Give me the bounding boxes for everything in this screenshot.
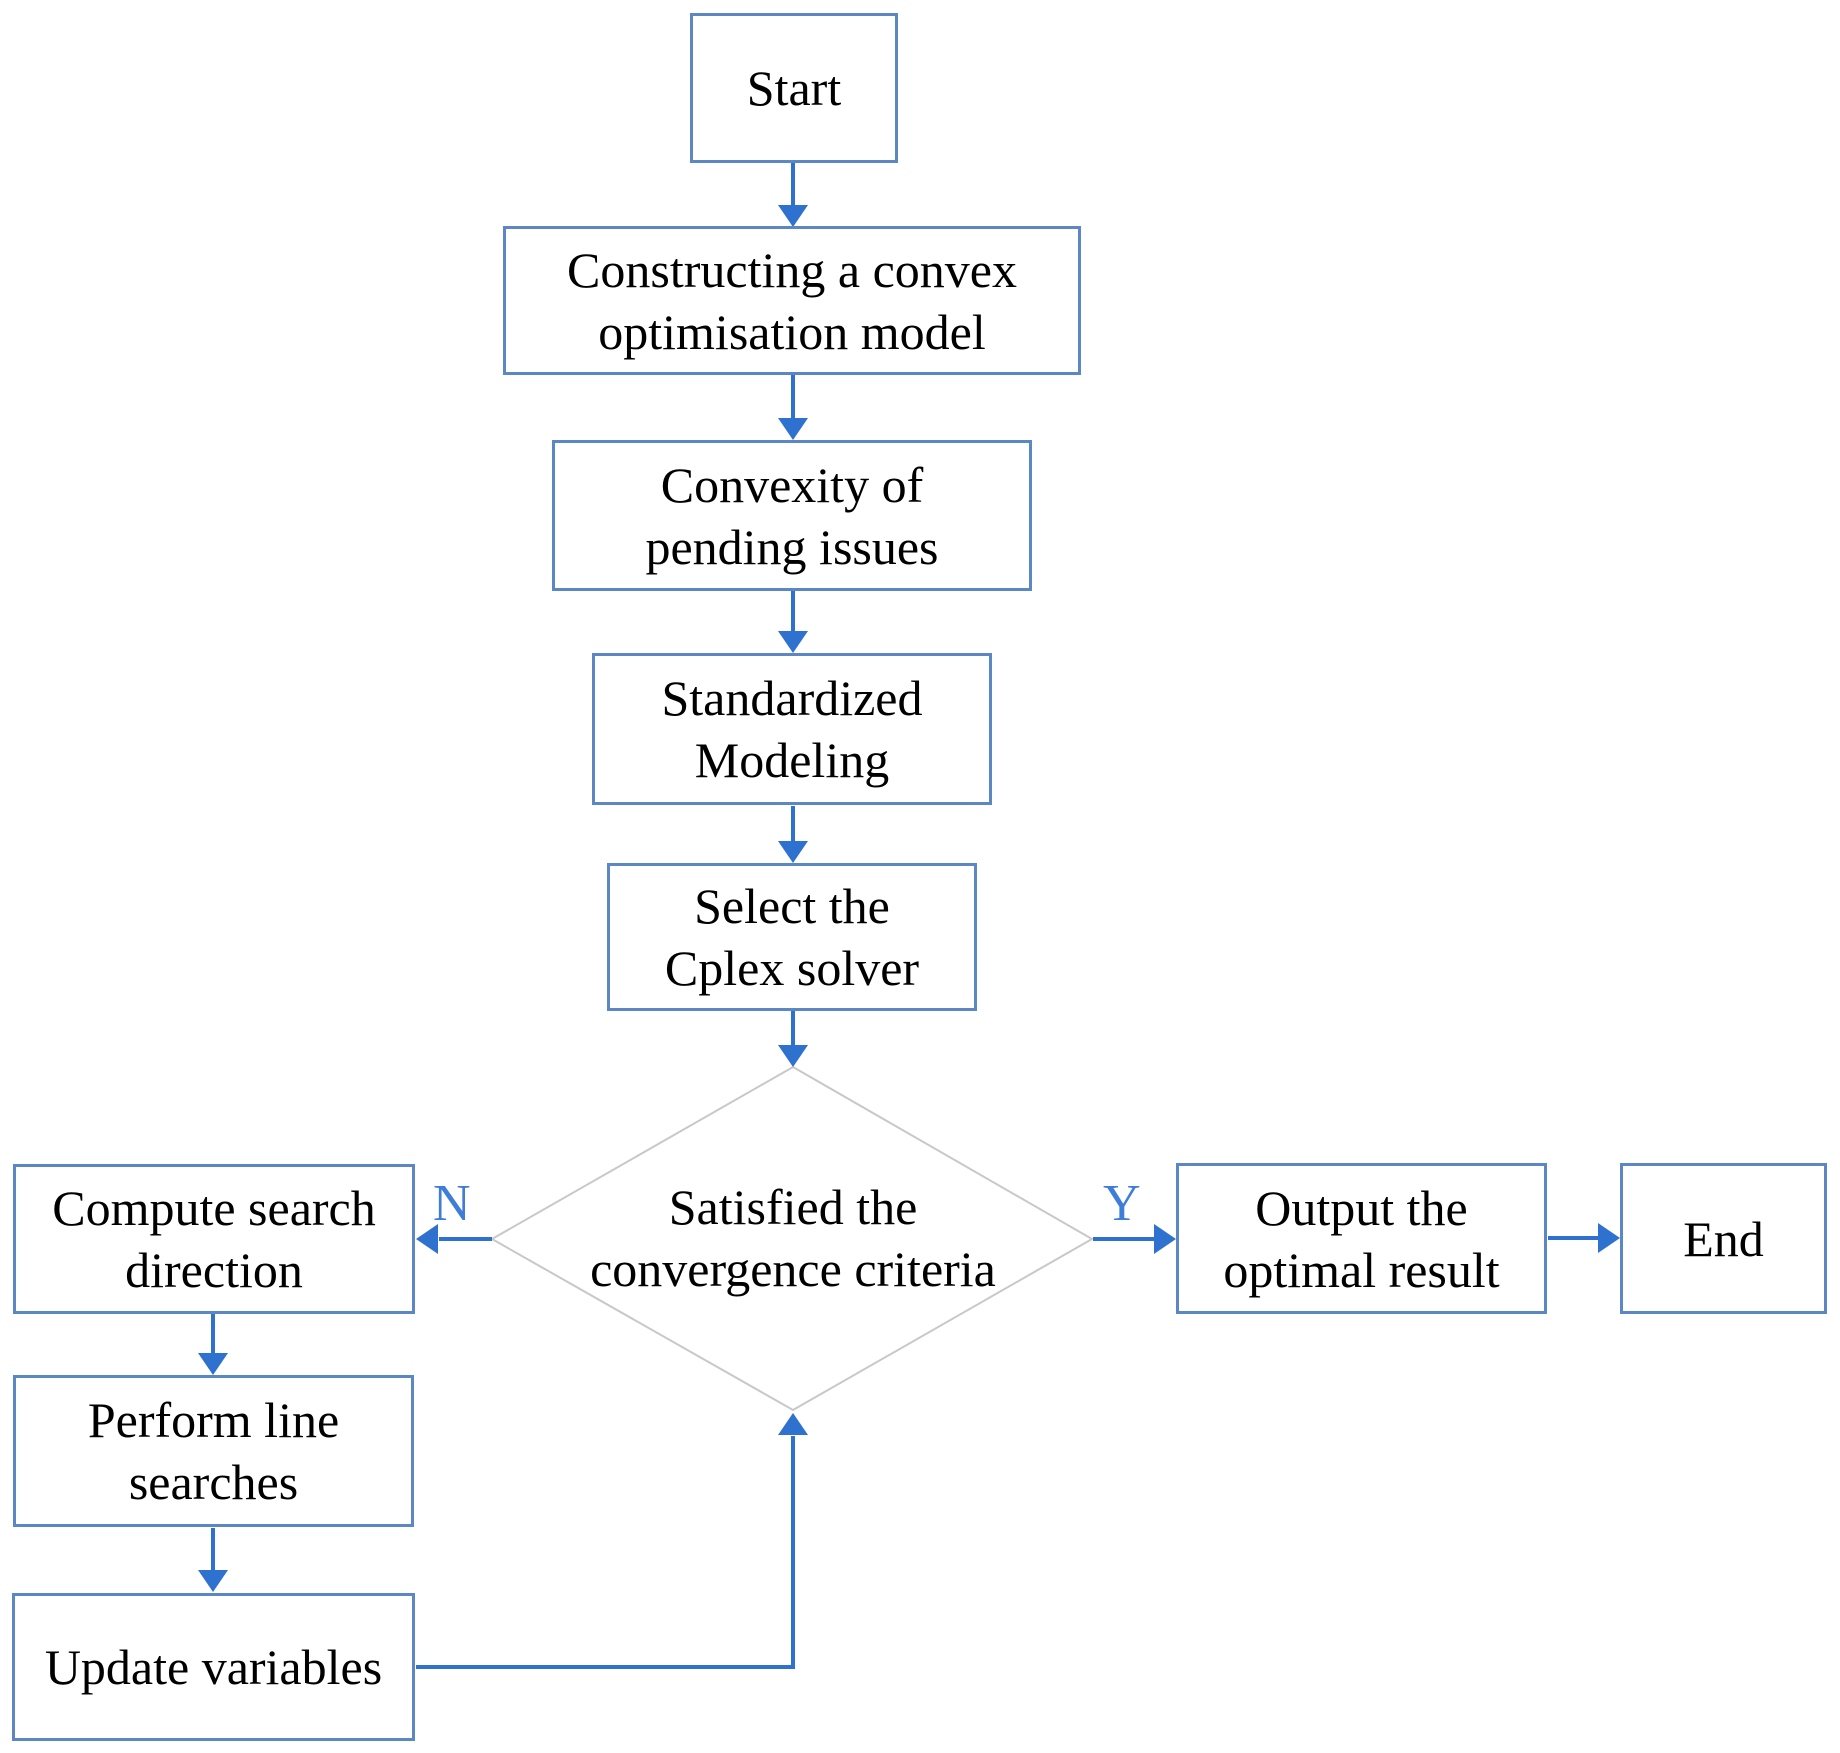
arrowhead-start-construct xyxy=(778,205,808,227)
arrowhead-compute-perform xyxy=(198,1353,228,1375)
node-output-line2: optimal result xyxy=(1223,1241,1500,1298)
arrowhead-perform-update xyxy=(198,1570,228,1592)
node-select-line1: Select the xyxy=(694,878,890,934)
arrowhead-decision-compute xyxy=(416,1224,438,1254)
node-construct-line1: Constructing a convex xyxy=(567,241,1017,298)
node-output-line1: Output the xyxy=(1255,1179,1468,1236)
decision-diamond-shape xyxy=(489,1065,1095,1412)
node-standardized-line1: Standardized xyxy=(661,670,923,726)
arrowhead-construct-convexity xyxy=(778,418,808,440)
branch-label-no: N xyxy=(433,1175,471,1232)
node-perform-line2: searches xyxy=(128,1454,299,1510)
node-start-label: Start xyxy=(746,60,842,116)
node-convexity: Convexity of pending issues xyxy=(552,440,1032,591)
arrowhead-standardized-select xyxy=(778,841,808,863)
node-start: Start xyxy=(690,13,898,163)
arrowhead-decision-output xyxy=(1154,1224,1176,1254)
node-standardized-modeling: Standardized Modeling xyxy=(592,653,992,805)
edge-update-decision xyxy=(416,1436,795,1669)
node-perform-line-searches: Perform line searches xyxy=(13,1375,414,1527)
node-decision-line1: Satisfied the xyxy=(668,1179,918,1235)
branch-label-yes: Y xyxy=(1103,1175,1141,1232)
node-construct-line2: optimisation model xyxy=(598,303,986,360)
node-end-label: End xyxy=(1683,1210,1764,1267)
node-perform-line1: Perform line xyxy=(87,1392,340,1448)
arrowhead-convexity-standardized xyxy=(778,631,808,653)
arrowhead-update-decision xyxy=(778,1413,808,1435)
node-update-variables: Update variables xyxy=(12,1593,415,1741)
node-compute-line1: Compute search xyxy=(52,1180,376,1236)
node-standardized-line2: Modeling xyxy=(694,732,890,788)
node-select-solver: Select the Cplex solver xyxy=(607,863,977,1011)
node-decision-line2: convergence criteria xyxy=(590,1241,996,1297)
node-convexity-line2: pending issues xyxy=(645,518,939,575)
node-compute-line2: direction xyxy=(125,1242,303,1298)
node-decision-convergence: Satisfied the convergence criteria xyxy=(493,1145,1093,1331)
node-select-line2: Cplex solver xyxy=(664,940,920,996)
node-output-result: Output the optimal result xyxy=(1176,1163,1547,1314)
node-update-label: Update variables xyxy=(44,1639,383,1695)
node-convexity-line1: Convexity of xyxy=(660,456,924,513)
arrowhead-output-end xyxy=(1598,1223,1620,1253)
node-construct-model: Constructing a convex optimisation model xyxy=(503,226,1081,375)
node-compute-direction: Compute search direction xyxy=(13,1164,415,1314)
arrowhead-select-decision xyxy=(778,1045,808,1067)
node-end: End xyxy=(1620,1163,1827,1314)
